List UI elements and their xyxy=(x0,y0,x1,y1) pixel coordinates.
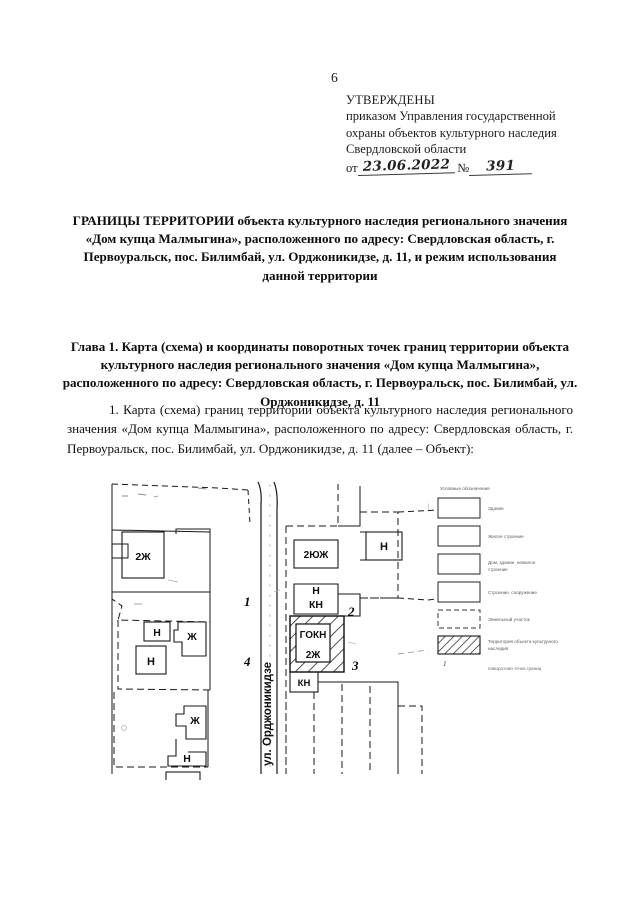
svg-text:Н: Н xyxy=(147,656,155,668)
body-paragraph: 1. Карта (схема) границ территории объек… xyxy=(67,402,573,456)
number-value-handwritten: 391 xyxy=(468,156,533,177)
svg-text:|: | xyxy=(428,504,429,510)
svg-text:Н: Н xyxy=(153,627,161,639)
approval-date-number-row: от 23.06.2022 № 391 xyxy=(346,155,596,177)
svg-text:наследия: наследия xyxy=(488,646,509,651)
svg-text:КН: КН xyxy=(309,599,323,611)
svg-text:Н: Н xyxy=(183,753,191,765)
svg-text:2Ж: 2Ж xyxy=(306,650,322,661)
svg-text:Жилое строение: Жилое строение xyxy=(488,534,524,539)
approval-line-1: приказом Управления государственной xyxy=(346,109,556,124)
svg-text:ГОКН: ГОКН xyxy=(300,630,327,641)
svg-text:2ЮЖ: 2ЮЖ xyxy=(304,550,330,561)
svg-text:1: 1 xyxy=(443,660,447,668)
svg-text:ул. Орджоникидзе: ул. Орджоникидзе xyxy=(262,662,274,766)
svg-text:Территория объекта культурного: Территория объекта культурного xyxy=(488,639,558,644)
svg-text:Н: Н xyxy=(380,541,388,553)
svg-text:Строение, сооружение: Строение, сооружение xyxy=(488,590,537,595)
svg-text:2: 2 xyxy=(347,604,355,619)
svg-text:КН: КН xyxy=(298,678,311,689)
svg-text:1: 1 xyxy=(244,594,251,609)
approval-title: УТВЕРЖДЕНЫ xyxy=(346,93,435,107)
date-value-handwritten: 23.06.2022 xyxy=(357,155,455,177)
svg-text:Дом, здание, нежилое: Дом, здание, нежилое xyxy=(488,560,536,565)
svg-text:поворотная точка границ: поворотная точка границ xyxy=(488,666,542,671)
map-canvas: 2Ж Н Н Ж Ж Н 2ЮЖ Н Н КН КН ГОКН 2Ж 1 xyxy=(98,474,584,780)
svg-text:Ж: Ж xyxy=(189,715,200,727)
approval-line-2: охраны объектов культурного наследия xyxy=(346,125,557,140)
svg-text:Земельный участок: Земельный участок xyxy=(488,616,531,622)
number-label: № xyxy=(457,160,470,175)
page-number: 6 xyxy=(331,70,338,85)
approval-line-3: Свердловской области xyxy=(346,142,467,157)
svg-text:4: 4 xyxy=(243,654,251,669)
page-title: ГРАНИЦЫ ТЕРРИТОРИИ объекта культурного н… xyxy=(72,213,568,283)
svg-text:строение: строение xyxy=(488,567,508,572)
svg-text:Здание: Здание xyxy=(488,506,504,511)
svg-text:Условные обозначения: Условные обозначения xyxy=(440,486,490,491)
svg-text:Н: Н xyxy=(312,585,320,597)
approval-block: УТВЕРЖДЕНЫ приказом Управления государст… xyxy=(346,92,596,177)
svg-text:3: 3 xyxy=(351,658,359,673)
chapter-title: Глава 1. Карта (схема) и координаты пово… xyxy=(62,339,578,409)
cadastral-map-figure: 2Ж Н Н Ж Ж Н 2ЮЖ Н Н КН КН ГОКН 2Ж 1 xyxy=(98,474,584,780)
svg-text:2Ж: 2Ж xyxy=(135,551,151,563)
svg-text:Ж: Ж xyxy=(186,631,197,643)
date-label: от xyxy=(346,160,358,175)
